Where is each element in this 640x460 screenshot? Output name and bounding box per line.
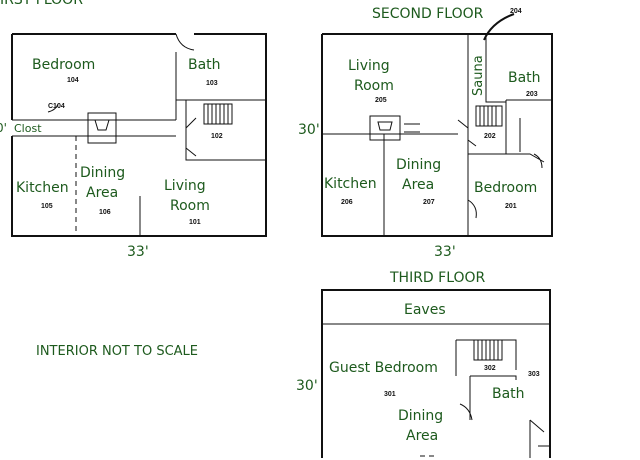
room-number-101: 101 xyxy=(189,219,201,226)
second-floor-stairs xyxy=(475,105,503,127)
second-floor-chimney xyxy=(369,115,401,141)
first-floor-stairs xyxy=(203,103,233,125)
room-label-dining-third: Dining xyxy=(398,408,443,424)
room-number-207: 207 xyxy=(423,199,435,206)
first-floor-title: FIRST FLOOR xyxy=(0,0,83,8)
third-floor-title: THIRD FLOOR xyxy=(389,270,486,286)
second-floor-width-dim: 33' xyxy=(434,244,456,260)
room-number-301: 301 xyxy=(384,391,396,398)
room-label-dining-207: Dining xyxy=(396,157,441,173)
room-label-bath-303: Bath xyxy=(492,386,525,402)
third-floor-outer-wall xyxy=(321,289,551,458)
room-number-201: 201 xyxy=(505,203,517,210)
room-number-104: 104 xyxy=(67,77,79,84)
second-floor-bath-wall xyxy=(505,99,552,154)
first-floor: FIRST FLOOR Bedroom 104 Bath 103 Clost C… xyxy=(0,0,267,260)
room-label-kitchen-206: Kitchen xyxy=(324,176,377,192)
first-floor-stair-wall xyxy=(185,100,266,161)
third-floor-bath-wall xyxy=(455,339,517,421)
room-label-living-205: Living xyxy=(348,58,390,74)
room-label-eaves: Eaves xyxy=(404,302,446,318)
room-number-103: 103 xyxy=(206,80,218,87)
room-number-102: 102 xyxy=(211,133,223,140)
first-floor-outer-wall xyxy=(11,33,267,237)
room-label-room-205: Room xyxy=(354,78,394,94)
second-floor-outer-wall xyxy=(321,33,553,237)
second-floor: SECOND FLOOR 204 Living Room 205 Sauna B… xyxy=(298,6,553,260)
room-number-303: 303 xyxy=(528,371,540,378)
room-label-guest-bedroom-301: Guest Bedroom xyxy=(329,360,438,376)
third-floor-depth-dim: 30' xyxy=(296,378,318,394)
room-label-area-106: Area xyxy=(86,185,118,201)
room-label-bath-103: Bath xyxy=(188,57,221,73)
room-label-area-207: Area xyxy=(402,177,434,193)
room-number-106: 106 xyxy=(99,209,111,216)
second-floor-depth-dim: 30' xyxy=(298,122,320,138)
room-number-c104: C104 xyxy=(48,103,65,110)
first-floor-depth-dim: 0' xyxy=(0,121,7,135)
room-number-205: 205 xyxy=(375,97,387,104)
room-label-bedroom-104: Bedroom xyxy=(32,57,95,73)
first-floor-chimney xyxy=(87,112,117,144)
second-floor-title: SECOND FLOOR xyxy=(372,6,484,22)
room-number-204: 204 xyxy=(510,8,522,15)
third-floor-stairs xyxy=(473,339,503,361)
room-label-kitchen-105: Kitchen xyxy=(16,180,69,196)
third-floor: THIRD FLOOR Eaves Guest Bedroom 301 302 … xyxy=(296,270,551,458)
room-number-203: 203 xyxy=(526,91,538,98)
room-number-105: 105 xyxy=(41,203,53,210)
room-number-302: 302 xyxy=(484,365,496,372)
first-floor-door-arc xyxy=(175,33,195,51)
first-floor-bath-wall xyxy=(175,52,266,120)
room-label-room-101: Room xyxy=(170,198,210,214)
second-floor-stair-wall xyxy=(457,102,477,236)
room-number-206: 206 xyxy=(341,199,353,206)
room-label-bedroom-201: Bedroom xyxy=(474,180,537,196)
second-floor-sauna-wall xyxy=(467,34,506,103)
room-label-closet: Clost xyxy=(14,122,42,135)
room-label-bath-203: Bath xyxy=(508,70,541,86)
room-label-dining-106: Dining xyxy=(80,165,125,181)
room-number-202: 202 xyxy=(484,133,496,140)
first-floor-bedroom-wall xyxy=(12,119,176,137)
room-label-living-101: Living xyxy=(164,178,206,194)
room-label-area-third: Area xyxy=(406,428,438,444)
room-label-sauna-204: Sauna xyxy=(471,55,486,96)
first-floor-width-dim: 33' xyxy=(127,244,149,260)
scale-note: INTERIOR NOT TO SCALE xyxy=(36,344,198,359)
